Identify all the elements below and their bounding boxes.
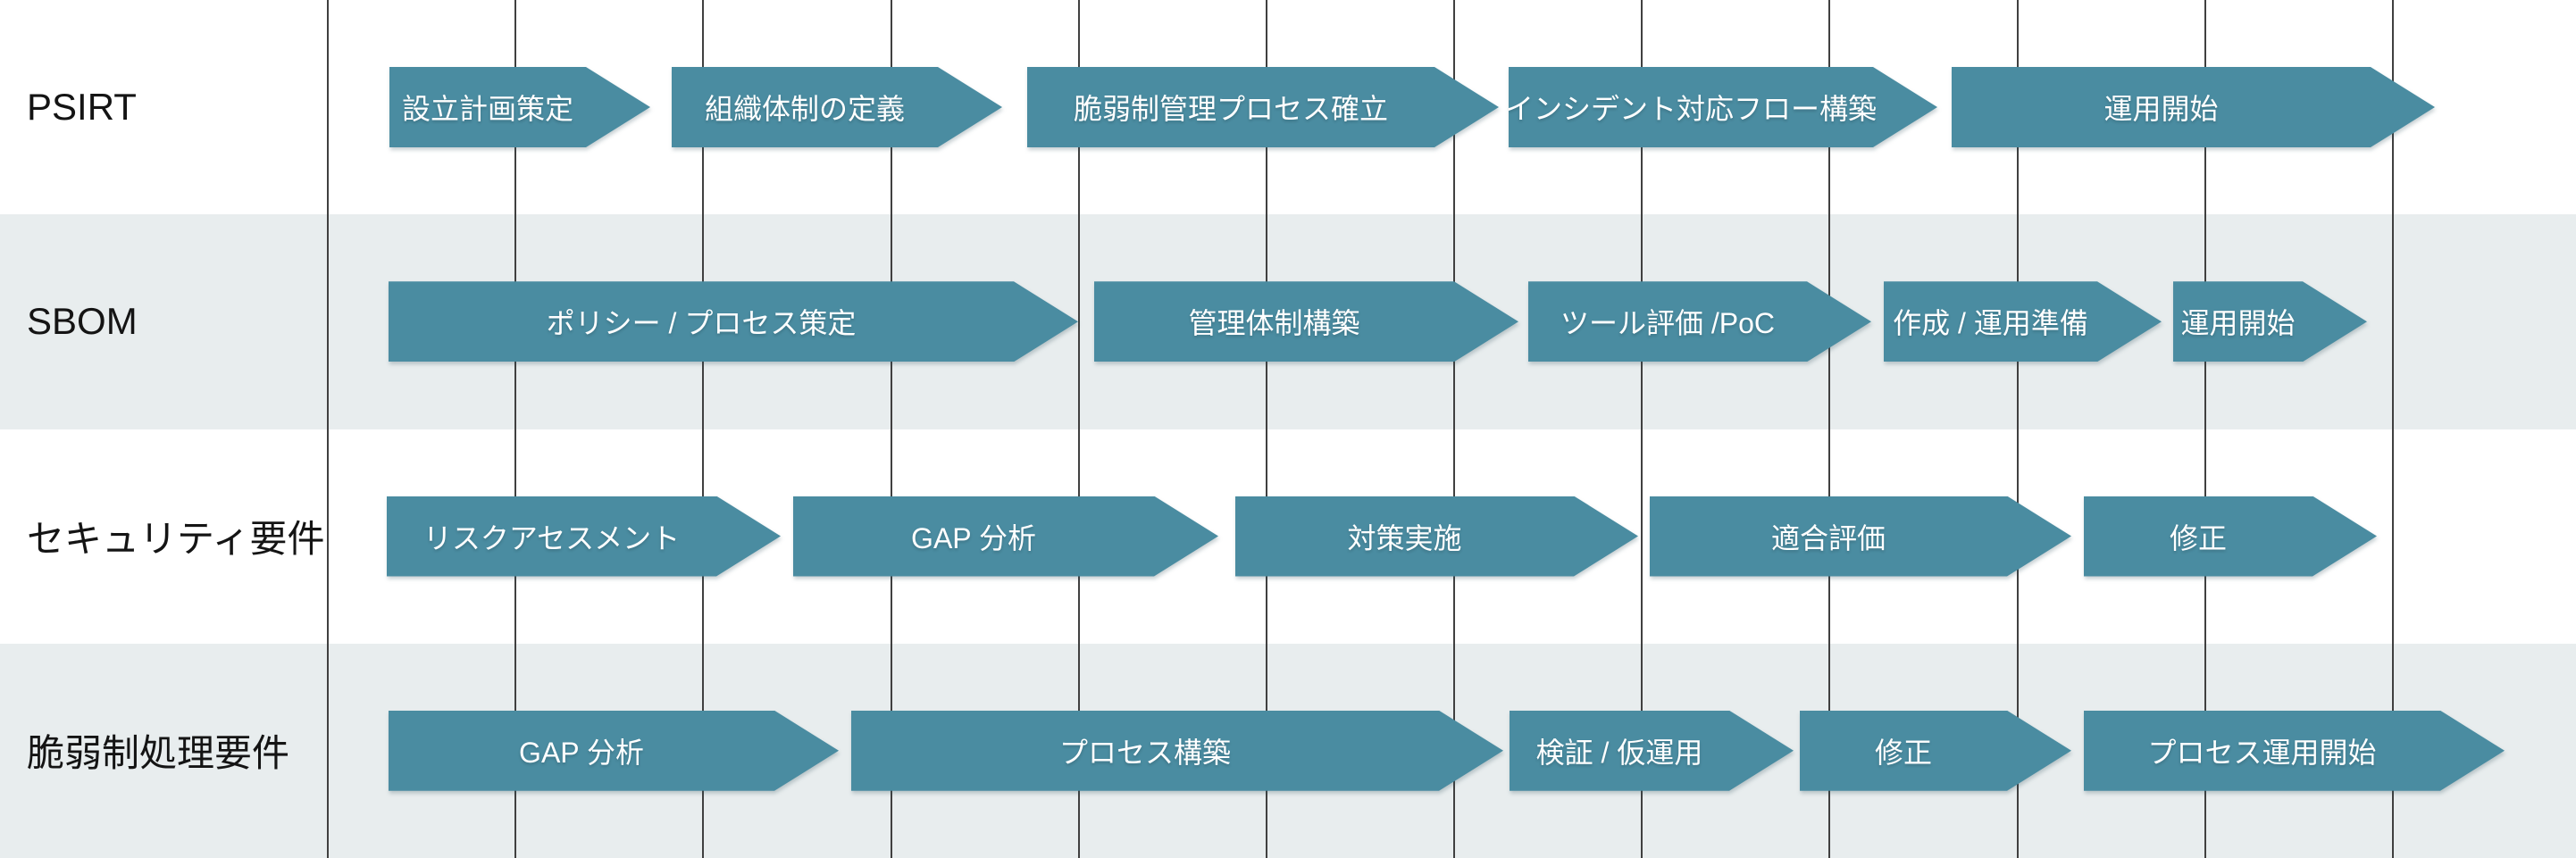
process-arrow-label: 設立計画策定	[401, 93, 573, 125]
process-arrow: GAP 分析	[793, 496, 1218, 577]
process-arrow: プロセス構築	[851, 711, 1503, 791]
process-arrow-label: 検証 / 仮運用	[1535, 736, 1703, 769]
process-arrow: ツール評価 /PoC	[1528, 281, 1871, 362]
process-arrow: 設立計画策定	[389, 67, 650, 147]
process-arrow: 管理体制構築	[1094, 281, 1518, 362]
process-arrow-shape: 管理体制構築	[1094, 281, 1518, 362]
process-arrow: プロセス運用開始	[2084, 711, 2505, 791]
row-label: 脆弱制処理要件	[27, 732, 290, 775]
row-label: PSIRT	[27, 86, 137, 129]
process-arrow: 運用開始	[2173, 281, 2367, 362]
process-arrow-shape: 組織体制の定義	[672, 67, 1002, 147]
process-arrow-label: プロセス運用開始	[2147, 736, 2377, 769]
grid-line	[1641, 0, 1643, 858]
process-arrow-label: 適合評価	[1770, 521, 1886, 554]
process-arrow-shape: プロセス運用開始	[2084, 711, 2505, 791]
grid-line	[702, 0, 704, 858]
process-arrow-shape: 検証 / 仮運用	[1510, 711, 1794, 791]
grid-line	[891, 0, 892, 858]
grid-line	[327, 0, 329, 858]
process-arrow-shape: 適合評価	[1650, 496, 2071, 577]
process-arrow-label: ツール評価 /PoC	[1560, 307, 1776, 340]
grid-line	[2392, 0, 2394, 858]
process-arrow-label: 運用開始	[2180, 307, 2296, 340]
row-label: セキュリティ要件	[27, 518, 325, 561]
process-arrow-label: 運用開始	[2103, 93, 2219, 125]
process-arrow: 検証 / 仮運用	[1510, 711, 1794, 791]
grid-line	[1828, 0, 1830, 858]
process-arrow-shape: 運用開始	[1952, 67, 2435, 147]
process-arrow-label: プロセス構築	[1058, 736, 1231, 769]
grid-line	[1453, 0, 1455, 858]
grid-line	[1266, 0, 1267, 858]
process-arrow-label: 作成 / 運用準備	[1893, 307, 2088, 340]
process-arrow-shape: 修正	[2084, 496, 2377, 577]
process-arrow-label: 脆弱制管理プロセス確立	[1073, 93, 1388, 125]
grid-line	[514, 0, 516, 858]
process-arrow-label: GAP 分析	[911, 521, 1036, 554]
process-arrow-label: 管理体制構築	[1188, 307, 1360, 340]
process-arrow: リスクアセスメント	[387, 496, 781, 577]
process-arrow-shape: 対策実施	[1235, 496, 1638, 577]
process-arrow-label: リスクアセスメント	[422, 521, 681, 554]
grid-line	[1078, 0, 1080, 858]
process-arrow: インシデント対応フロー構築	[1509, 67, 1937, 147]
process-arrow-shape: GAP 分析	[793, 496, 1218, 577]
process-arrow-label: ポリシー / プロセス策定	[546, 307, 857, 340]
process-arrow: 組織体制の定義	[672, 67, 1002, 147]
process-arrow-shape: インシデント対応フロー構築	[1509, 67, 1937, 147]
process-arrow: 運用開始	[1952, 67, 2435, 147]
process-arrow-shape: GAP 分析	[389, 711, 839, 791]
process-arrow-label: 組織体制の定義	[704, 93, 905, 125]
process-arrow-label: インシデント対応フロー構築	[1505, 93, 1878, 125]
process-arrow-shape: 修正	[1800, 711, 2071, 791]
process-arrow-shape: ポリシー / プロセス策定	[389, 281, 1078, 362]
process-arrow: 修正	[1800, 711, 2071, 791]
process-arrow-shape: 設立計画策定	[389, 67, 650, 147]
process-arrow: 修正	[2084, 496, 2377, 577]
process-arrow-shape: プロセス構築	[851, 711, 1503, 791]
grid-line	[2017, 0, 2019, 858]
process-arrow: GAP 分析	[389, 711, 839, 791]
process-arrow: 適合評価	[1650, 496, 2071, 577]
process-arrow: ポリシー / プロセス策定	[389, 281, 1078, 362]
process-arrow-label: 修正	[2169, 521, 2227, 554]
process-arrow-label: GAP 分析	[519, 736, 644, 769]
process-arrow-label: 修正	[1874, 736, 1932, 769]
process-arrow: 対策実施	[1235, 496, 1638, 577]
process-arrow-shape: リスクアセスメント	[387, 496, 781, 577]
process-arrow-shape: 脆弱制管理プロセス確立	[1027, 67, 1499, 147]
process-arrow-shape: 作成 / 運用準備	[1884, 281, 2162, 362]
row-label: SBOM	[27, 300, 138, 343]
grid-line	[2204, 0, 2206, 858]
process-arrow-shape: 運用開始	[2173, 281, 2367, 362]
process-arrow: 脆弱制管理プロセス確立	[1027, 67, 1499, 147]
process-arrow-shape: ツール評価 /PoC	[1528, 281, 1871, 362]
process-arrow-label: 対策実施	[1347, 521, 1462, 554]
process-arrow: 作成 / 運用準備	[1884, 281, 2162, 362]
